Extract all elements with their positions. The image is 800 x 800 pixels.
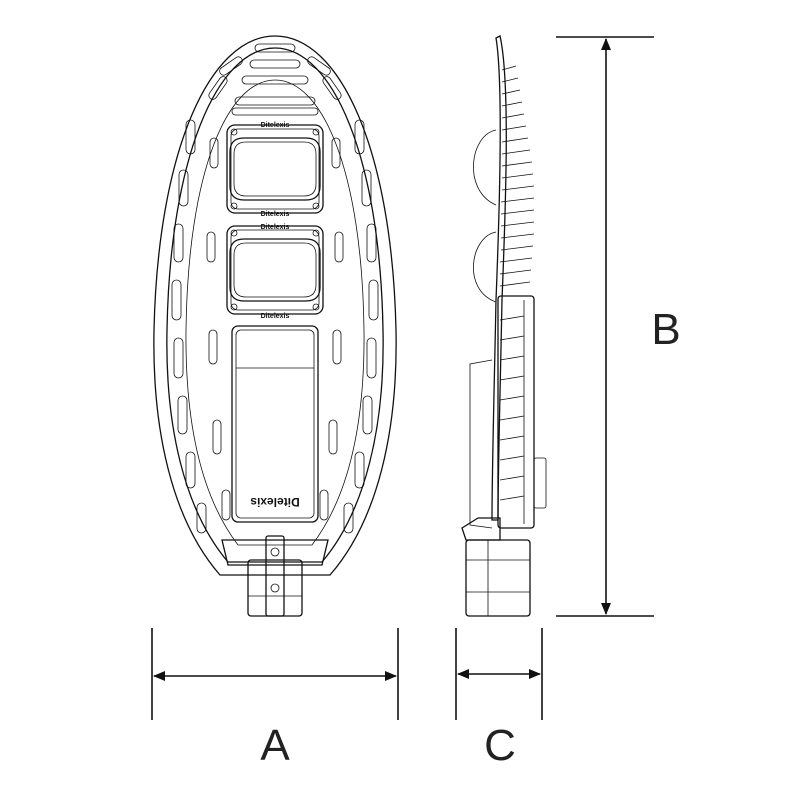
brand-label-top-1: Ditelexis <box>261 122 290 129</box>
brand-label-mid-1: Ditelexis <box>261 224 290 231</box>
dimension-b-label: B <box>651 305 680 354</box>
brand-label-top-2: Ditelexis <box>261 211 290 218</box>
side-mount <box>461 517 531 617</box>
front-view: Ditelexis Ditelexis Ditelexis Ditelexis … <box>153 35 397 617</box>
side-lens-2 <box>473 231 497 303</box>
dimension-a-label: A <box>260 721 290 770</box>
housing-rim <box>185 79 365 546</box>
brand-label-mid-2: Ditelexis <box>261 313 290 320</box>
led-module-top: Ditelexis Ditelexis <box>226 122 324 218</box>
side-view <box>461 35 547 617</box>
driver-box: Ditelexis <box>231 325 319 523</box>
dimension-c-label: C <box>484 721 516 770</box>
side-lens-1 <box>473 129 497 206</box>
led-module-bottom: Ditelexis Ditelexis <box>226 224 324 320</box>
brand-label-driver: Ditelexis <box>250 495 300 509</box>
side-housing-plate <box>491 35 507 521</box>
right-slots <box>319 119 379 534</box>
side-driver-box <box>497 295 547 529</box>
mounting-bracket <box>221 535 329 617</box>
dimension-a: A <box>151 628 399 770</box>
heat-sink-fins <box>499 65 535 287</box>
housing-inner-outline <box>166 47 384 563</box>
left-slots <box>171 119 231 534</box>
dimension-b: B <box>556 36 681 617</box>
top-slots <box>208 43 342 116</box>
side-back-cover <box>469 359 493 529</box>
dimension-c: C <box>455 628 543 770</box>
